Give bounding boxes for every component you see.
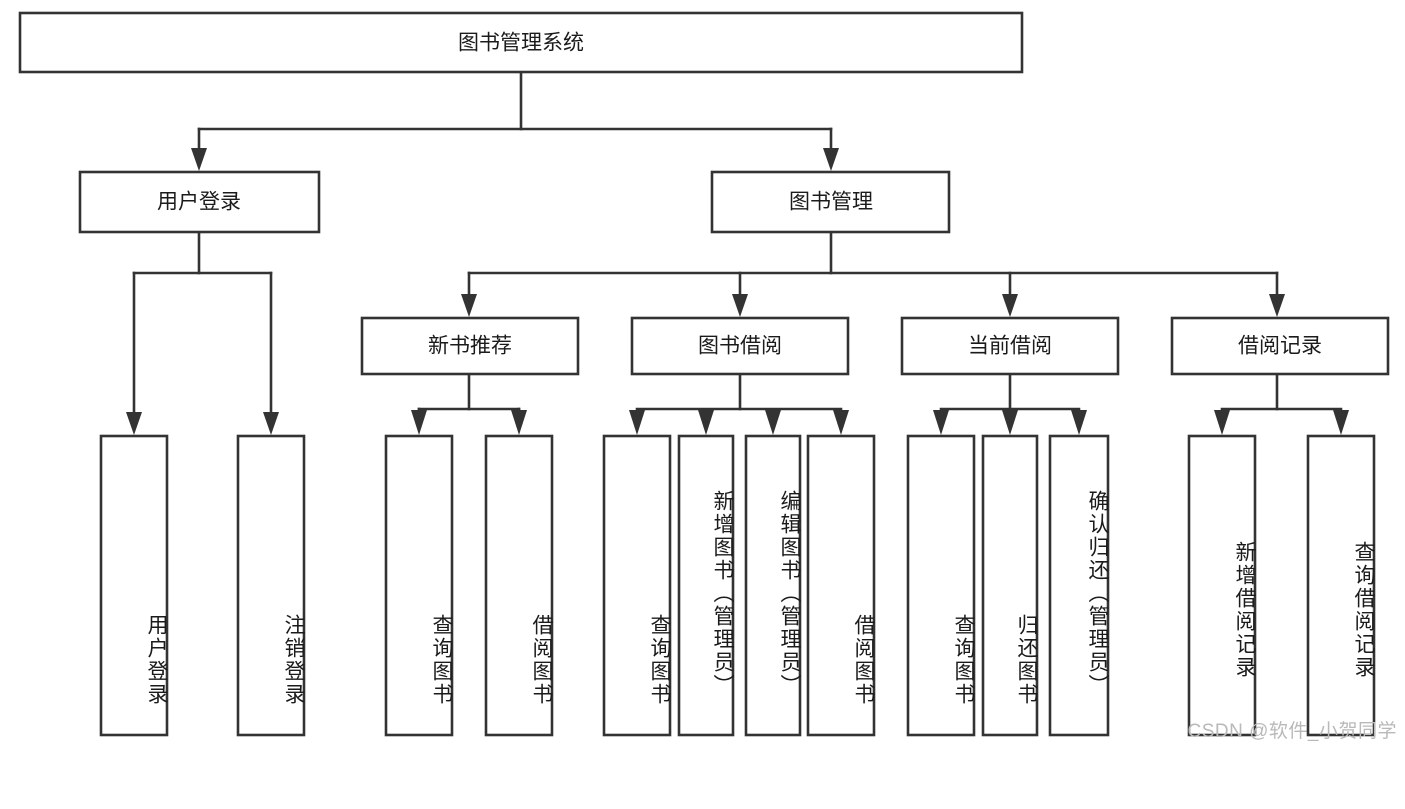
arrowhead-leaf-query-book-1 [411,410,427,435]
arrowhead-leaf-logout-login [263,412,279,435]
csdn-watermark: CSDN @软件_小贺同学 [1187,721,1397,742]
arrowhead-leaf-return-book [1002,410,1018,435]
node-label-new-book-recommend: 新书推荐 [428,335,512,358]
nodes-group: 图书管理系统 用户登录 图书管理 新书推荐 图书借阅 当前借阅 借阅记录 [18,11,1390,737]
arrowhead-leaf-user-login [126,412,142,435]
node-label-root: 图书管理系统 [458,32,584,55]
node-label-user-login: 用户登录 [157,191,241,214]
node-label-current-borrow: 当前借阅 [968,335,1052,358]
node-box-leaf-add-book[interactable] [677,434,735,737]
arrowhead-leaf-add-record [1214,410,1230,435]
arrowhead-borrow-record [1269,294,1285,317]
node-box-new-book-recommend[interactable] [360,316,580,376]
node-box-leaf-add-record[interactable] [1187,434,1257,737]
node-box-leaf-borrow-book-2[interactable] [806,434,876,737]
arrowhead-leaf-query-book-2 [629,410,645,435]
node-box-current-borrow[interactable] [900,316,1120,376]
arrowhead-leaf-edit-book [765,410,781,435]
hierarchy-diagram: 图书管理系统 用户登录 图书管理 新书推荐 图书借阅 当前借阅 借阅记录 [18,11,1390,737]
node-box-leaf-confirm-return[interactable] [1048,434,1110,737]
node-label-book-borrow: 图书借阅 [698,335,782,358]
node-box-leaf-borrow-book-1[interactable] [484,434,554,737]
flowchart-canvas: 图书管理系统 用户登录 图书管理 新书推荐 图书借阅 当前借阅 借阅记录 [18,11,1397,742]
node-box-leaf-query-book-1[interactable] [384,434,454,737]
node-box-book-manage[interactable] [710,170,951,234]
arrowhead-leaf-borrow-book-1 [511,410,527,435]
node-box-leaf-edit-book[interactable] [744,434,802,737]
arrowhead-book-borrow [732,294,748,317]
arrowhead-leaf-confirm-return [1071,410,1087,435]
node-label-borrow-record: 借阅记录 [1238,335,1322,358]
arrowhead-leaf-query-record [1333,410,1349,435]
arrowhead-user-login [191,148,207,171]
node-box-leaf-query-record[interactable] [1306,434,1376,737]
node-box-borrow-record[interactable] [1170,316,1390,376]
node-box-root[interactable] [18,11,1024,74]
node-box-leaf-query-book-2[interactable] [602,434,672,737]
arrowhead-current-borrow [1002,294,1018,317]
node-box-leaf-user-login[interactable] [99,434,169,737]
node-box-leaf-query-book-3[interactable] [906,434,976,737]
node-box-book-borrow[interactable] [630,316,850,376]
node-box-user-login[interactable] [78,170,321,234]
node-box-leaf-return-book[interactable] [981,434,1039,737]
connectors-group [126,70,1349,435]
node-box-leaf-logout-login[interactable] [236,434,306,737]
arrowhead-book-manage [823,148,839,171]
arrowhead-leaf-query-book-3 [933,410,949,435]
node-label-book-manage: 图书管理 [789,191,873,214]
arrowhead-leaf-add-book [698,410,714,435]
arrowhead-leaf-borrow-book-2 [833,410,849,435]
arrowhead-new-book-recommend [461,294,477,317]
